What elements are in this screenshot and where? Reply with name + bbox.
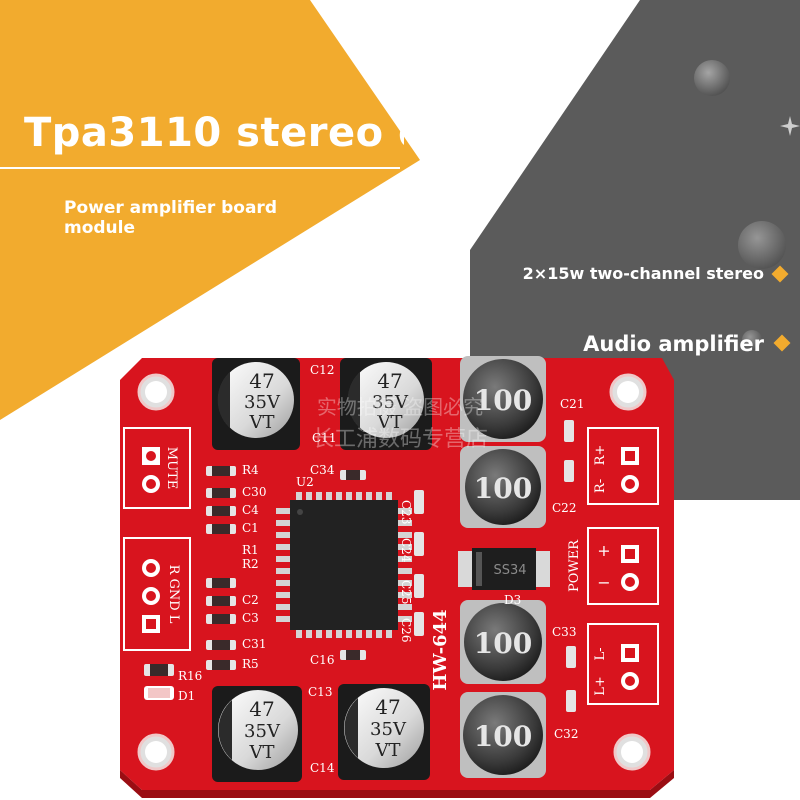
header-pins	[142, 447, 639, 690]
banner-subtitle: Power amplifier board module	[64, 198, 304, 238]
capacitor-top-left: 47 35V VT	[212, 358, 300, 450]
label-d3: D3	[504, 593, 521, 607]
watermark-line-1: 实物拍摄 盗图必究	[317, 395, 483, 419]
label-r-minus: R-	[593, 479, 608, 493]
label-c25: C25	[399, 580, 413, 604]
label-r2: R2	[242, 557, 259, 571]
capacitor-label-series: VT	[374, 740, 400, 761]
inductor-label: 100	[474, 720, 532, 753]
decorative-bubble	[694, 60, 730, 96]
inductor-1: 100	[460, 356, 546, 442]
label-r-plus: R+	[593, 445, 608, 466]
sparkle-icon	[780, 116, 800, 136]
label-c1: C1	[242, 521, 259, 535]
label-c24: C24	[399, 538, 413, 563]
inductor-3: 100	[460, 600, 546, 684]
capacitor-top-right: 47 35V VT	[340, 358, 432, 450]
label-c13: C13	[308, 685, 332, 699]
label-u2: U2	[296, 475, 314, 489]
inductor-label: 100	[474, 472, 532, 505]
feature-audio-amplifier: Audio amplifier	[583, 332, 764, 356]
label-plus: +	[597, 541, 610, 560]
inductor-label: 100	[474, 627, 532, 660]
banner-title: Tpa3110 stereo di	[24, 110, 404, 156]
banner-subtitle-line-1: Power amplifier board	[64, 198, 277, 218]
label-c2: C2	[242, 593, 259, 607]
label-c30: C30	[242, 485, 266, 499]
label-c22: C22	[552, 501, 576, 515]
label-r4: R4	[242, 463, 259, 477]
pcb-edge-shadow	[120, 770, 674, 798]
feature-channels: 2×15w two-channel stereo	[522, 264, 764, 283]
capacitor-label-value: 47	[249, 369, 274, 393]
capacitor-label-voltage: 35V	[370, 719, 407, 740]
label-l-minus: L-	[593, 647, 608, 660]
capacitor-label-series: VT	[248, 742, 274, 763]
label-c34: C34	[310, 463, 335, 477]
label-c23: C23	[399, 500, 413, 524]
pcb-board: 47 35V VT 47 35V VT 47 35V VT 47 35V VT	[120, 356, 674, 798]
banner-subtitle-line-2: module	[64, 218, 136, 238]
label-c12: C12	[310, 363, 334, 377]
diode-ss34: SS34	[458, 548, 550, 590]
label-r1: R1	[242, 543, 259, 557]
label-r16: R16	[178, 669, 202, 683]
decorative-bubble	[738, 221, 786, 269]
orange-background-shape	[0, 0, 420, 420]
label-c4: C4	[242, 503, 259, 517]
label-c26: C26	[399, 618, 413, 642]
label-model: HW-644	[430, 609, 451, 690]
label-r5: R5	[242, 657, 259, 671]
diode-label: SS34	[493, 563, 526, 578]
capacitor-label-voltage: 35V	[244, 392, 281, 413]
watermark-line-2: 长工浦数码专营店	[312, 427, 488, 452]
label-c32: C32	[554, 727, 578, 741]
label-c21: C21	[560, 397, 584, 411]
label-c31: C31	[242, 637, 266, 651]
capacitor-label-value: 47	[249, 697, 274, 721]
label-input-channels: R GND L	[166, 565, 181, 624]
label-l-plus: L+	[593, 676, 608, 696]
capacitor-bottom-right: 47 35V VT	[338, 684, 430, 780]
capacitor-label-voltage: 35V	[372, 392, 409, 413]
capacitor-bottom-left: 47 35V VT	[212, 686, 302, 782]
label-minus: −	[597, 573, 610, 592]
ic-u2	[276, 492, 412, 638]
inductor-4: 100	[460, 692, 546, 778]
mounting-holes	[137, 373, 651, 771]
connector-outlines	[123, 427, 659, 705]
capacitor-label-voltage: 35V	[244, 721, 281, 742]
label-d1: D1	[178, 689, 195, 703]
capacitor-label-series: VT	[376, 412, 402, 433]
label-c14: C14	[310, 761, 335, 775]
decorative-bubble	[742, 330, 762, 350]
label-c16: C16	[310, 653, 334, 667]
capacitor-label-value: 47	[375, 695, 400, 719]
label-mute: MUTE	[164, 447, 179, 489]
capacitor-label-series: VT	[248, 412, 274, 433]
capacitor-label-value: 47	[377, 369, 402, 393]
label-c3: C3	[242, 611, 259, 625]
label-c11: C11	[312, 431, 336, 445]
inductor-2: 100	[460, 446, 546, 528]
inductor-label: 100	[474, 384, 532, 417]
smd-components	[144, 420, 576, 712]
label-power: POWER	[567, 539, 582, 592]
label-c33: C33	[552, 625, 576, 639]
